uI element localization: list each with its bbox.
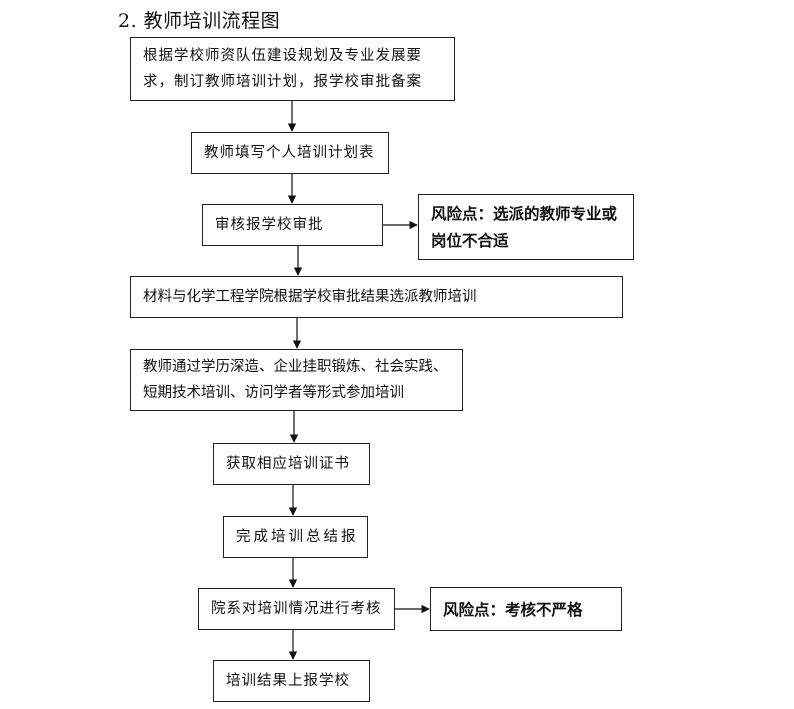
risk-box-selection: 风险点：选派的教师专业或 岗位不合适 [418,194,634,260]
step-fill-form-label: 教师填写个人培训计划表 [204,145,375,161]
step-report-box: 培训结果上报学校 [213,660,370,702]
step-plan-line-1: 根据学校师资队伍建设规划及专业发展要 [143,48,422,64]
step-certificate-label: 获取相应培训证书 [226,456,350,472]
diagram-title: 2. 教师培训流程图 [118,10,281,32]
step-plan-line-2: 求，制订教师培训计划，报学校审批备案 [143,74,422,90]
step-training-forms-line-2: 短期技术培训、访问学者等形式参加培训 [143,385,404,401]
step-report-label: 培训结果上报学校 [226,673,350,689]
step-training-forms-line-1: 教师通过学历深造、企业挂职锻炼、社会实践、 [143,359,448,375]
step-summary-label: 完成培训总结报 [236,529,359,545]
step-review-box: 审核报学校审批 [202,204,383,246]
step-summary-box: 完成培训总结报 [223,516,368,558]
step-certificate-box: 获取相应培训证书 [213,443,370,485]
risk-selection-line-2: 岗位不合适 [431,231,509,250]
step-review-label: 审核报学校审批 [215,217,324,233]
step-plan-box: 根据学校师资队伍建设规划及专业发展要 求，制订教师培训计划，报学校审批备案 [130,37,455,101]
risk-assessment-line-1: 风险点：考核不严格 [443,599,583,619]
risk-box-assessment: 风险点：考核不严格 [430,587,622,631]
risk-selection-line-1: 风险点：选派的教师专业或 [431,204,618,223]
step-dispatch-box: 材料与化学工程学院根据学校审批结果选派教师培训 [130,276,623,318]
step-training-forms-box: 教师通过学历深造、企业挂职锻炼、社会实践、 短期技术培训、访问学者等形式参加培训 [130,349,463,411]
step-assessment-box: 院系对培训情况进行考核 [198,588,395,630]
step-dispatch-label: 材料与化学工程学院根据学校审批结果选派教师培训 [143,289,477,305]
step-assessment-label: 院系对培训情况进行考核 [211,601,382,617]
step-fill-form-box: 教师填写个人培训计划表 [191,132,389,174]
